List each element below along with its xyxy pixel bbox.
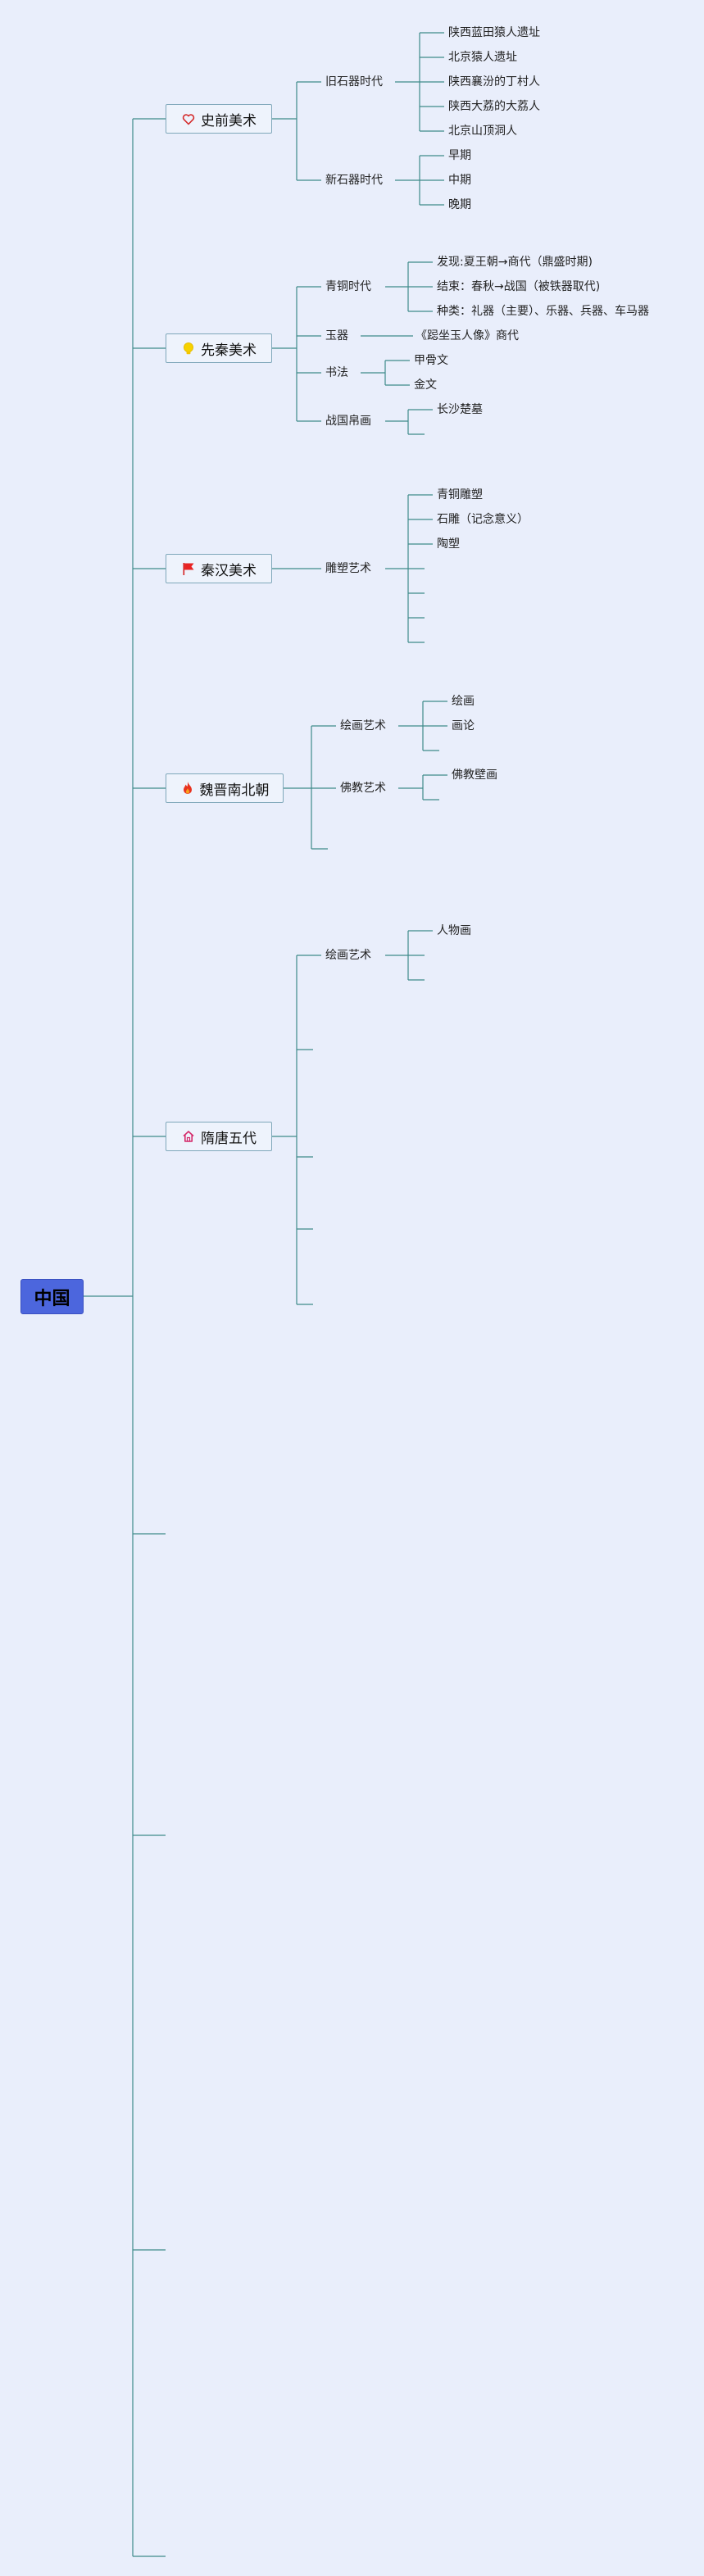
- subtopic-neolithic[interactable]: 新石器时代: [325, 174, 383, 187]
- subtopic-bronze-age[interactable]: 青铜时代: [325, 280, 371, 293]
- root-node[interactable]: 中国: [20, 1279, 84, 1314]
- leaf-item[interactable]: 陕西大荔的大荔人: [448, 100, 540, 113]
- subtopic-paleolithic[interactable]: 旧石器时代: [325, 75, 383, 88]
- leaf-item[interactable]: 青铜雕塑: [437, 488, 483, 501]
- root-label: 中国: [34, 1288, 70, 1309]
- leaf-item[interactable]: 石雕（记念意义）: [437, 513, 529, 526]
- leaf-item[interactable]: 早期: [448, 149, 471, 162]
- topic-label: 史前美术: [201, 112, 257, 129]
- leaf-item[interactable]: 晚期: [448, 198, 471, 211]
- leaf-item[interactable]: 北京猿人遗址: [448, 51, 517, 64]
- subtopic-painting[interactable]: 绘画艺术: [340, 719, 386, 732]
- topic-label: 隋唐五代: [201, 1130, 257, 1147]
- topic-prehistoric-art[interactable]: 史前美术: [166, 104, 272, 134]
- leaf-item[interactable]: 绘画: [452, 695, 475, 708]
- topic-qinhan-art[interactable]: 秦汉美术: [166, 554, 272, 583]
- leaf-item[interactable]: 中期: [448, 174, 471, 187]
- topic-suitang-art[interactable]: 隋唐五代: [166, 1122, 272, 1151]
- fire-icon: [180, 781, 195, 796]
- leaf-item[interactable]: 画论: [452, 719, 475, 732]
- subtopic-calligraphy[interactable]: 书法: [325, 366, 348, 379]
- heart-icon: [181, 111, 196, 126]
- leaf-item[interactable]: 陶塑: [437, 537, 460, 551]
- leaf-item[interactable]: 佛教壁画: [452, 769, 497, 782]
- subtopic-buddhist-art[interactable]: 佛教艺术: [340, 782, 386, 795]
- leaf-item[interactable]: 长沙楚墓: [437, 403, 483, 416]
- leaf-item[interactable]: 《跽坐玉人像》商代: [416, 329, 519, 342]
- leaf-item[interactable]: 金文: [414, 379, 437, 392]
- leaf-item[interactable]: 陕西蓝田猿人遗址: [448, 26, 540, 39]
- leaf-item[interactable]: 种类：礼器（主要）、乐器、兵器、车马器: [437, 305, 649, 318]
- leaf-item[interactable]: 发现:夏王朝→商代（鼎盛时期): [437, 256, 593, 269]
- topic-weijin-art[interactable]: 魏晋南北朝: [166, 773, 284, 803]
- leaf-item[interactable]: 甲骨文: [414, 354, 448, 367]
- flag-icon: [181, 561, 196, 576]
- topic-label: 先秦美术: [201, 342, 257, 359]
- home-icon: [181, 1129, 196, 1144]
- topic-preqin-art[interactable]: 先秦美术: [166, 333, 272, 363]
- subtopic-sculpture[interactable]: 雕塑艺术: [325, 562, 371, 575]
- topic-label: 秦汉美术: [201, 562, 257, 579]
- leaf-item[interactable]: 结束：春秋→战国（被铁器取代): [437, 280, 601, 293]
- lightbulb-icon: [181, 341, 196, 356]
- subtopic-painting[interactable]: 绘画艺术: [325, 949, 371, 962]
- topic-label: 魏晋南北朝: [199, 782, 270, 799]
- leaf-item[interactable]: 北京山顶洞人: [448, 125, 517, 138]
- leaf-item[interactable]: 陕西襄汾的丁村人: [448, 75, 540, 88]
- leaf-item[interactable]: 人物画: [437, 924, 471, 937]
- subtopic-silk-painting[interactable]: 战国帛画: [325, 415, 371, 428]
- subtopic-jade[interactable]: 玉器: [325, 329, 348, 342]
